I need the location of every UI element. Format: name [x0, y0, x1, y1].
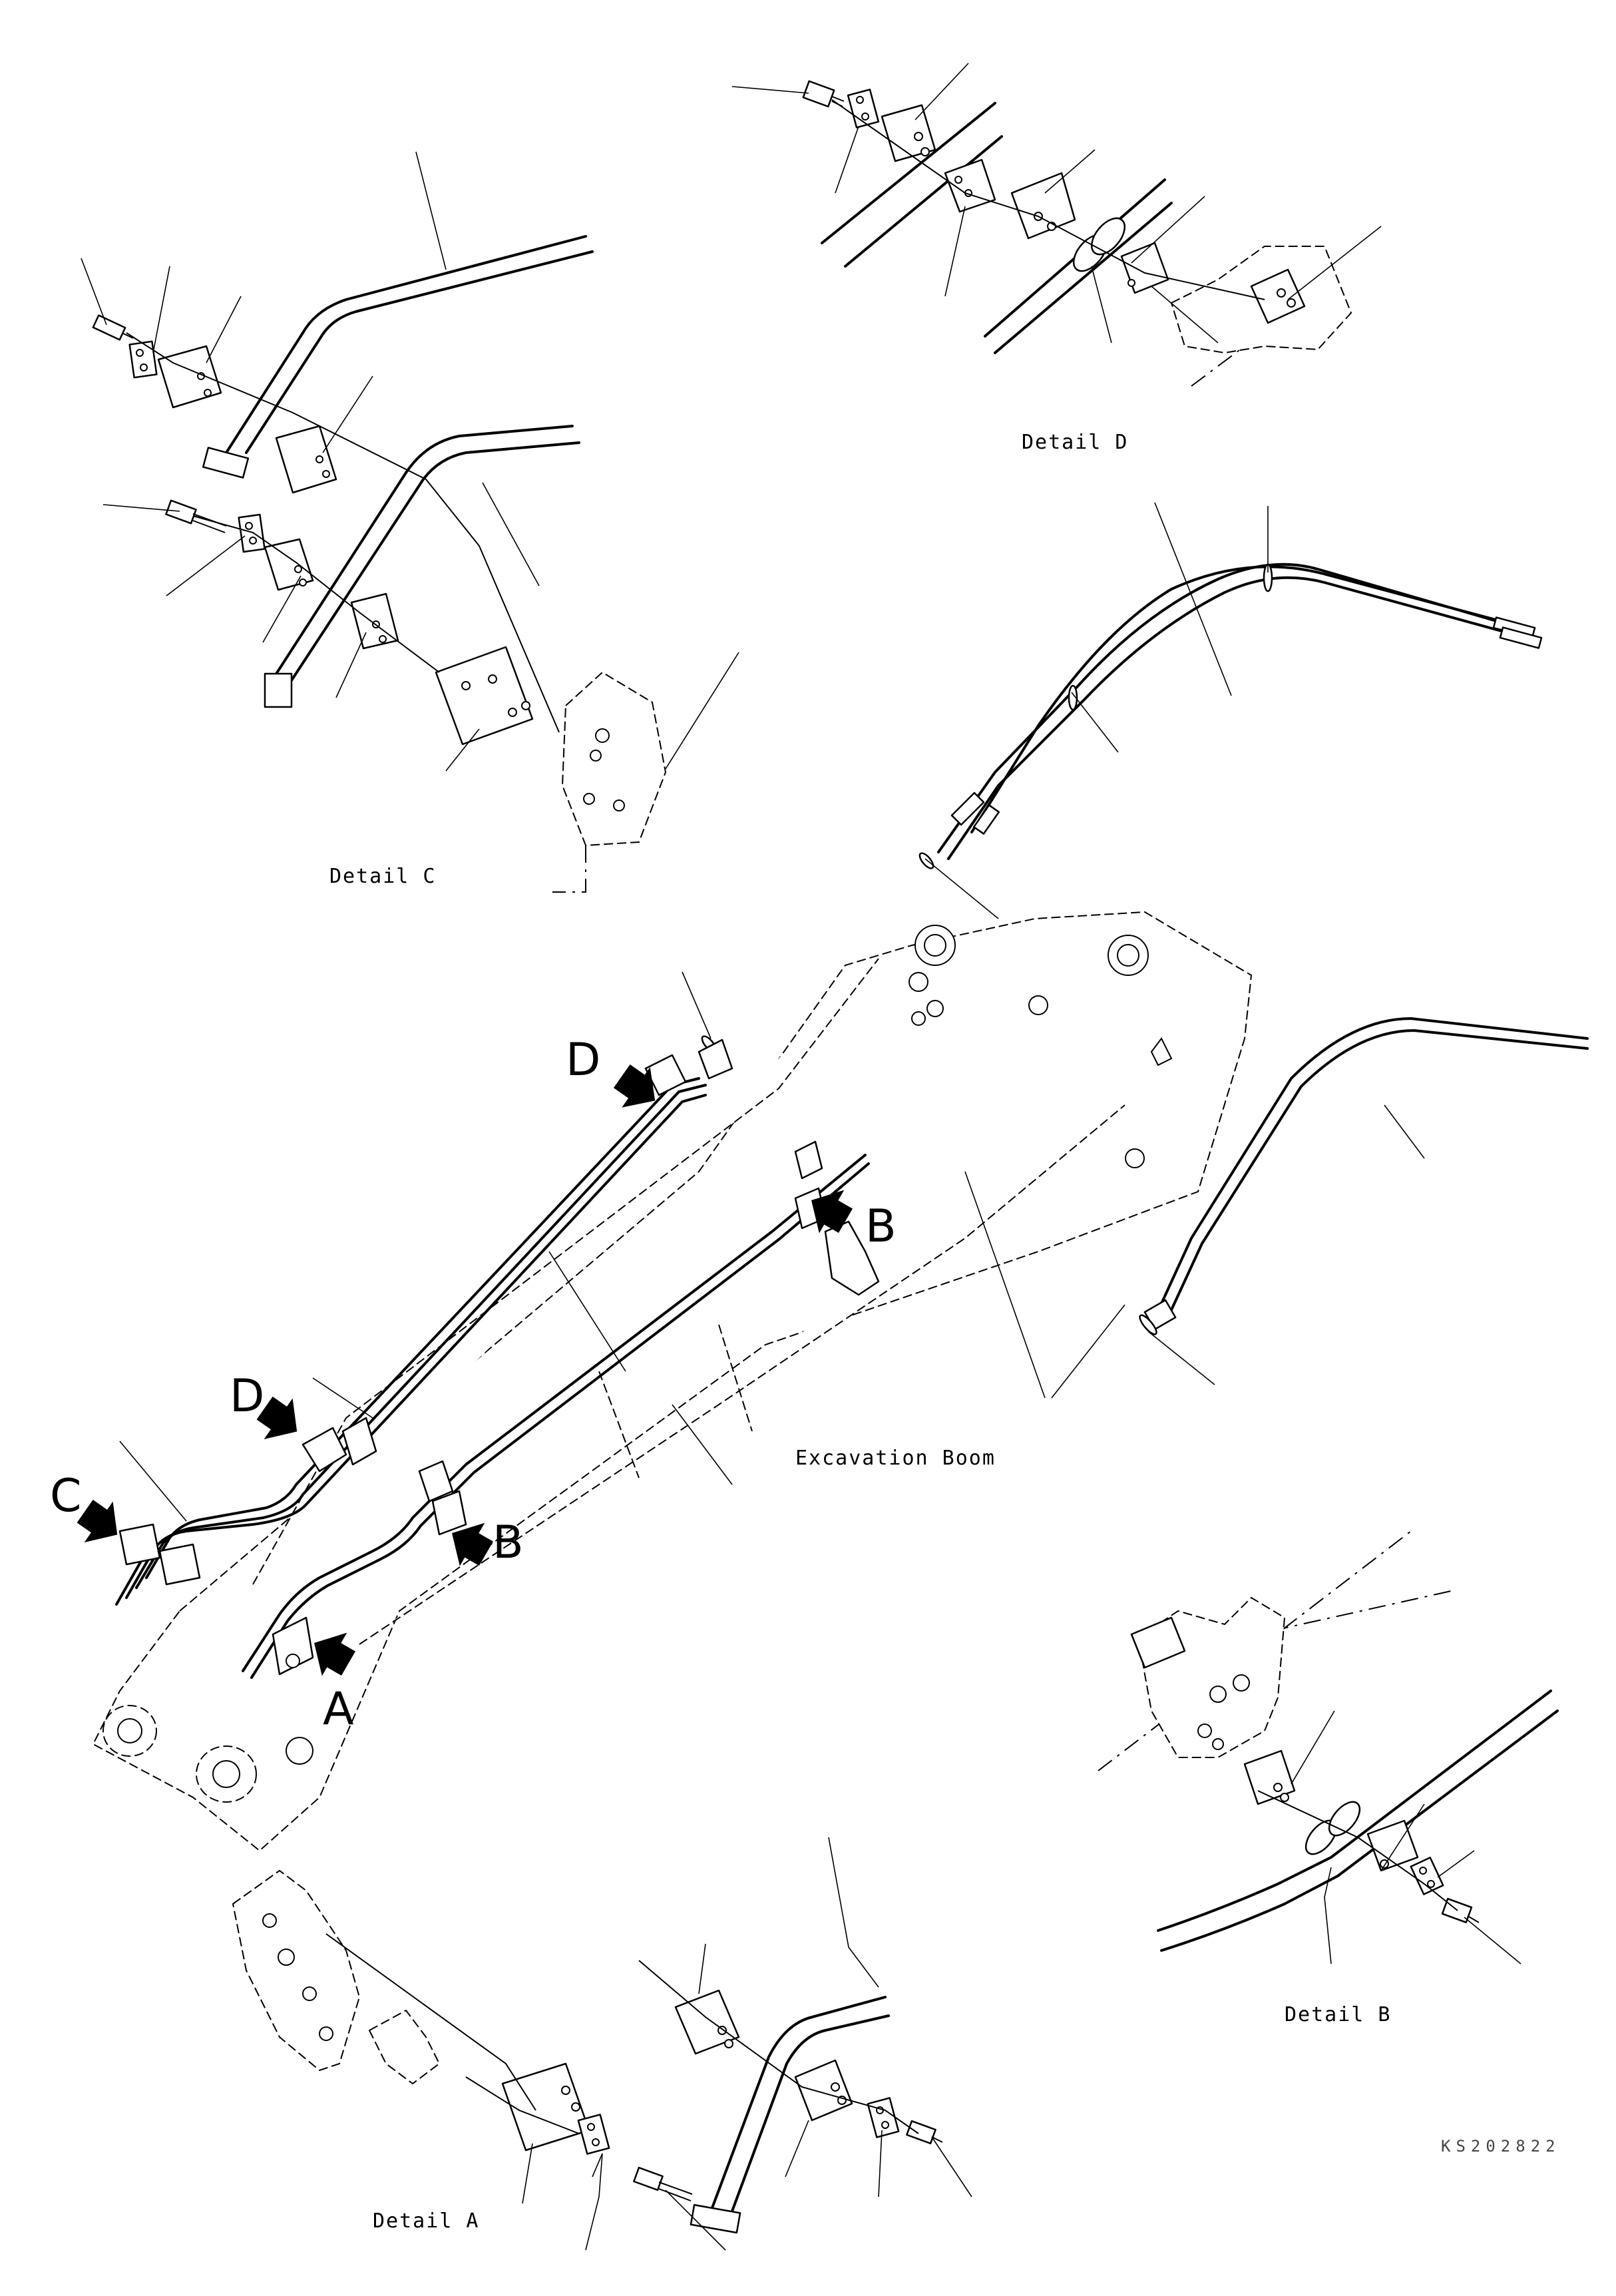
detail-a-washer-icon	[867, 2097, 900, 2138]
callout-d-upper: D	[566, 1034, 656, 1108]
clamp-d-lower	[302, 1427, 347, 1473]
boom-pipe-extension	[937, 563, 1525, 853]
detail-c-bolt-icon	[92, 314, 134, 341]
callout-d-upper-label: D	[566, 1034, 600, 1086]
callout-c: C	[50, 1470, 118, 1542]
detail-c-block-icon	[435, 646, 534, 746]
arrow-b-upper-icon	[811, 1190, 853, 1234]
arrow-c-icon	[77, 1499, 118, 1542]
boom-pipe-lower	[242, 1154, 867, 1672]
boom-label: Excavation Boom	[795, 1447, 996, 1470]
detail-b-clamp-icon	[1366, 1819, 1419, 1872]
detail-b-group: Detail B	[1098, 1530, 1559, 2026]
callout-b-upper-label: B	[865, 1200, 897, 1253]
detail-a-bolt-icon	[906, 2120, 943, 2145]
drawing-code: KS202822	[1441, 2137, 1561, 2156]
detail-c-fitting-lower	[264, 672, 293, 708]
detail-d-clamp-icon	[1010, 172, 1076, 240]
clamp-b-lower	[431, 1490, 467, 1536]
detail-a-group: Detail A	[232, 1837, 972, 2251]
boom-assembly: D D C B B A Excavation Boom	[50, 502, 1589, 1852]
detail-c-washer-icon	[128, 340, 158, 379]
callout-a-label: A	[323, 1683, 354, 1735]
detail-a-clamp-icon	[794, 2059, 853, 2122]
detail-c-label: Detail C	[329, 865, 437, 888]
detail-c-clamp-icon	[275, 425, 337, 494]
detail-a-bracket	[232, 1869, 361, 2072]
detail-b-label: Detail B	[1285, 2003, 1392, 2026]
arrow-d-upper-icon	[613, 1064, 656, 1108]
detail-d-group: Detail D	[731, 63, 1382, 454]
callout-b-lower-label: B	[493, 1516, 524, 1569]
detail-c-washer-icon	[238, 513, 266, 553]
detail-d-clamp-icon	[944, 158, 996, 213]
detail-b-washer-icon	[1410, 1857, 1444, 1895]
boom-outline	[92, 911, 1253, 1852]
detail-c-group: Detail C	[81, 151, 739, 893]
detail-c-pipe-upper	[225, 235, 587, 454]
detail-a-label: Detail A	[373, 2209, 480, 2233]
boom-pipe-side	[1153, 1017, 1589, 1319]
detail-c-clamp-icon	[157, 345, 222, 409]
detail-d-pipe-1	[821, 102, 996, 244]
clamp-d-upper	[644, 1054, 687, 1096]
detail-c-clamp-icon	[264, 538, 314, 591]
detail-a-pipe	[707, 1996, 887, 2218]
detail-d-bolt-icon	[802, 80, 845, 108]
detail-d-clamp-icon	[881, 104, 936, 162]
detail-c-flange-upper	[202, 447, 250, 479]
detail-a-clamp-icon	[674, 1989, 740, 2055]
callout-b-lower: B	[452, 1516, 524, 1569]
callout-a: A	[314, 1632, 355, 1735]
callout-c-label: C	[50, 1470, 81, 1522]
detail-a-washer-icon	[577, 2114, 610, 2155]
detail-b-pipe	[1157, 1690, 1552, 1932]
arrow-a-icon	[314, 1632, 355, 1676]
clamp-c	[118, 1523, 161, 1566]
detail-b-clamp-icon	[1243, 1749, 1296, 1805]
callout-d-lower-label: D	[230, 1370, 264, 1423]
callout-d-lower: D	[230, 1370, 298, 1439]
arrow-b-lower-icon	[452, 1522, 493, 1566]
boom-pipe-upper-1	[145, 1077, 700, 1579]
arrow-d-lower-icon	[256, 1396, 298, 1439]
detail-d-label: Detail D	[1022, 431, 1129, 454]
detail-c-bracket	[561, 671, 667, 847]
detail-a-bolt-long-icon	[633, 2166, 693, 2201]
callout-b-upper: B	[811, 1190, 897, 1253]
detail-a-flange-icon	[690, 2203, 741, 2234]
clamp-a	[272, 1616, 314, 1676]
